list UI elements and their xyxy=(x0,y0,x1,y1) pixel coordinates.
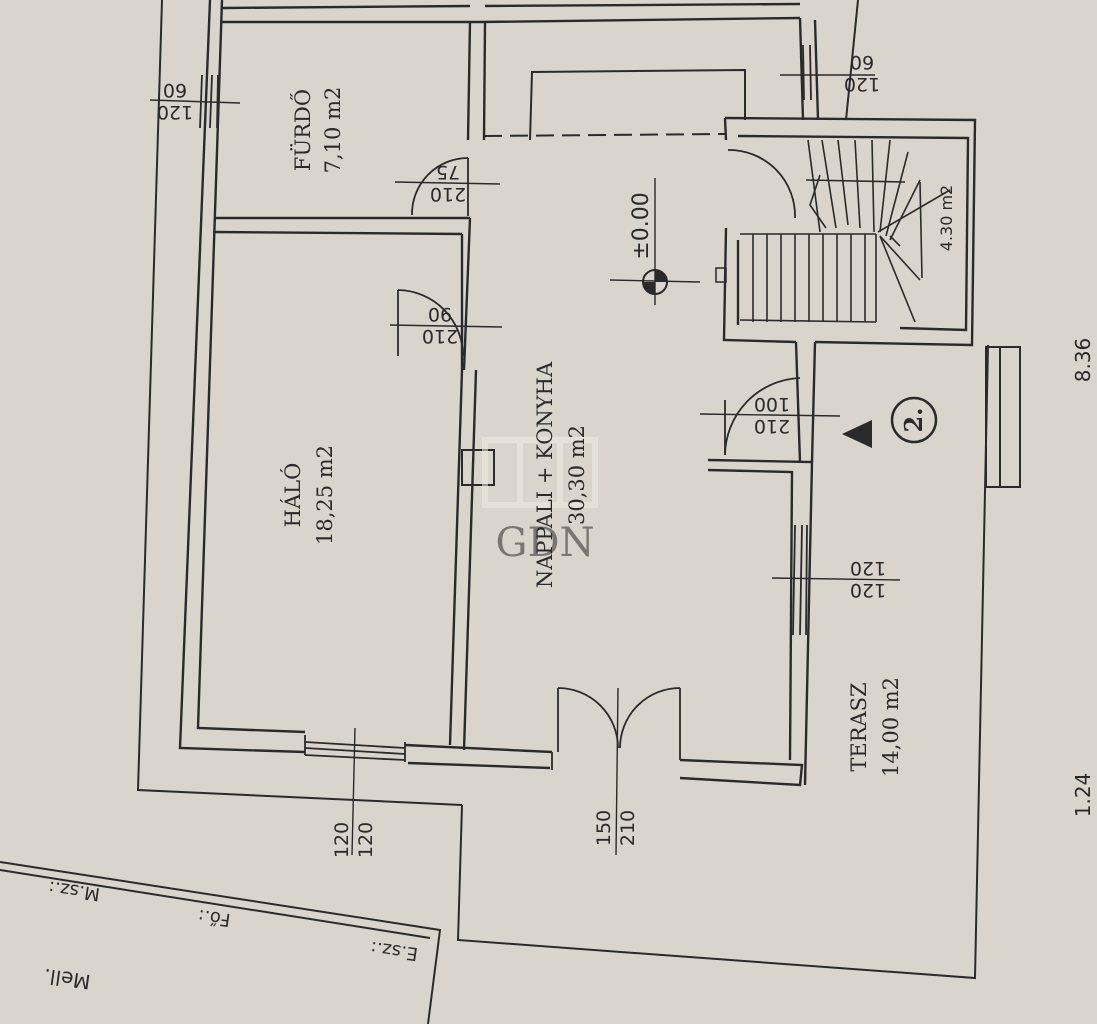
dim-door-terasz-w: 150 xyxy=(593,810,615,846)
room-halo-label: HÁLÓ 18,25 m2 xyxy=(280,445,337,545)
dim-door-terasz: 150 210 xyxy=(593,810,639,846)
dim-win-top-right: 120 60 xyxy=(844,51,880,95)
room-area-furdo: 7,10 m2 xyxy=(321,87,345,174)
room-terasz-label: TERASZ 14,00 m2 xyxy=(847,677,903,777)
dim-door-halo-w: 90 xyxy=(428,303,452,325)
dim-win-terasz-w: 120 xyxy=(850,557,886,579)
room-area-nappali: 30,30 m2 xyxy=(565,425,589,525)
staircase xyxy=(739,139,951,323)
dim-win-terasz-h: 120 xyxy=(850,579,886,601)
edge-number-bottom-right-text: 1.24 xyxy=(1071,773,1095,818)
dim-door-furdo: 210 75 xyxy=(430,161,466,205)
walls xyxy=(178,0,977,787)
room-name-nappali: NAPPALI + KONYHA xyxy=(533,361,557,588)
room-name-furdo: FÜRDŐ xyxy=(290,89,315,171)
level-symbol xyxy=(642,267,727,295)
dim-door-furdo-h: 210 xyxy=(430,183,466,205)
dim-win-halo-bottom: 120 120 xyxy=(331,822,377,858)
terrace-steps xyxy=(985,346,1021,488)
counter-edge xyxy=(483,133,726,137)
dim-door-terasz-h: 210 xyxy=(617,810,639,846)
level-text: ±0.00 xyxy=(629,192,654,259)
section-marker-label: 2. xyxy=(899,407,928,432)
stamp-fo: Fő.: xyxy=(197,905,232,930)
dimension-lines xyxy=(149,74,901,856)
dim-door-furdo-w: 75 xyxy=(436,161,460,183)
dim-door-halo-h: 210 xyxy=(422,325,458,347)
level-label: ±0.00 xyxy=(629,192,654,259)
dim-win-furdo: 120 60 xyxy=(157,79,193,123)
stamp-box xyxy=(0,861,442,1024)
edge-number-right-text: 8.36 xyxy=(1071,338,1095,383)
dim-door-entry-h: 210 xyxy=(754,415,790,437)
section-marker xyxy=(842,396,938,448)
dim-win-halo-bottom-w: 120 xyxy=(331,822,353,858)
dim-door-halo: 210 90 xyxy=(422,303,458,347)
room-area-terasz: 14,00 m2 xyxy=(879,677,903,777)
dim-win-furdo-w: 60 xyxy=(163,79,187,101)
dim-win-terasz: 120 120 xyxy=(850,557,886,601)
dim-win-furdo-h: 120 xyxy=(157,101,193,123)
stair-area-label: 4.30 m2 xyxy=(937,185,956,251)
watermark-text: GDN xyxy=(495,520,594,566)
dim-win-top-right-h: 120 xyxy=(844,73,880,95)
doors xyxy=(397,149,801,770)
room-area-halo: 18,25 m2 xyxy=(313,445,337,545)
stamp-fo-text: Fő.: xyxy=(197,905,232,930)
watermark-logo: GDN xyxy=(482,437,598,566)
dim-door-entry-w: 100 xyxy=(754,393,790,415)
room-nappali-label: NAPPALI + KONYHA 30,30 m2 xyxy=(533,361,589,588)
kitchen-counter xyxy=(529,68,746,141)
chimney-block xyxy=(461,449,495,486)
dim-door-entry: 210 100 xyxy=(754,393,790,437)
section-marker-text: 2. xyxy=(899,407,928,432)
site-outline xyxy=(136,0,989,980)
edge-number-right: 8.36 xyxy=(1071,338,1095,383)
dim-win-halo-bottom-h: 120 xyxy=(355,822,377,858)
dim-win-top-right-w: 60 xyxy=(850,51,874,73)
edge-number-bottom-right: 1.24 xyxy=(1071,773,1095,818)
room-name-terasz: TERASZ xyxy=(847,682,871,771)
room-furdo-label: FÜRDŐ 7,10 m2 xyxy=(290,87,345,174)
room-name-halo: HÁLÓ xyxy=(280,463,305,528)
stair-area-text: 4.30 m2 xyxy=(937,185,956,251)
